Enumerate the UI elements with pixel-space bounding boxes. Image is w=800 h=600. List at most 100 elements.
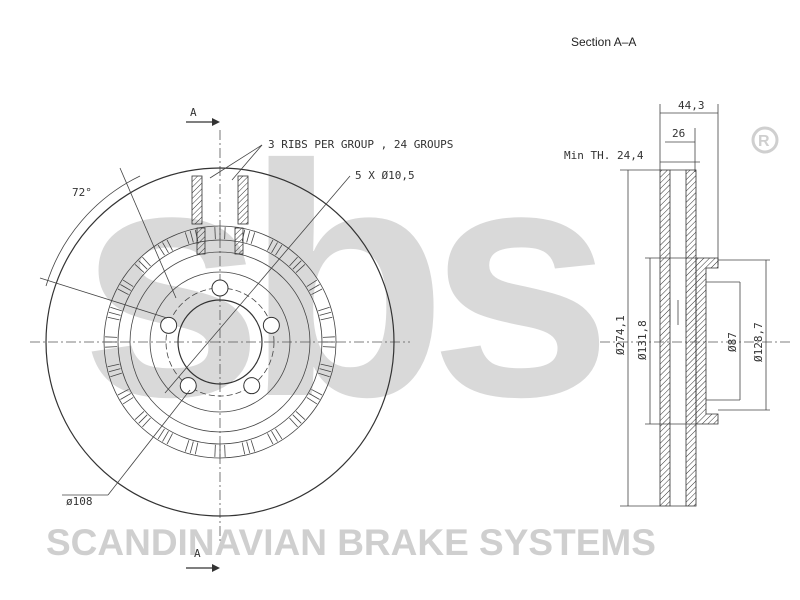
rib-mark xyxy=(271,431,278,442)
rib-mark xyxy=(318,372,330,378)
rib-mark xyxy=(319,368,332,373)
min-thickness: Min TH. 24,4 xyxy=(564,149,644,162)
rib-mark xyxy=(122,279,134,287)
brand-name: SCANDINAVIAN BRAKE SYSTEMS xyxy=(46,522,656,563)
rib-mark xyxy=(224,227,226,240)
rib-mark xyxy=(138,414,148,424)
section-cut-right xyxy=(237,175,249,225)
dia-outer-label: Ø274,1 xyxy=(614,315,627,355)
dim-inner-width: 26 xyxy=(672,127,685,140)
hat-section xyxy=(695,257,719,425)
rib-mark xyxy=(117,288,129,295)
section-marker-bottom: A xyxy=(194,547,201,560)
rib-mark xyxy=(166,433,173,445)
rib-mark xyxy=(120,284,131,291)
disc-outer-edge xyxy=(45,167,395,517)
rib-mark xyxy=(250,232,256,244)
rib-mark xyxy=(224,444,226,457)
rib-mark xyxy=(134,264,145,273)
dim-overall-width: 44,3 xyxy=(678,99,705,112)
pcd-leader xyxy=(107,389,191,496)
section-marker-top: A xyxy=(190,106,197,119)
rib-mark xyxy=(214,444,216,457)
hat-circle xyxy=(149,271,291,413)
dia-hat-outer-label: Ø131,8 xyxy=(636,320,649,360)
rib-mark xyxy=(322,346,335,348)
rib-mark xyxy=(142,256,151,267)
rib-mark xyxy=(189,230,194,243)
bolt-hole xyxy=(262,316,280,334)
rib-mark xyxy=(319,311,332,316)
rib-mark xyxy=(110,306,122,312)
vent-outer-circle xyxy=(103,225,337,459)
registered-mark-icon xyxy=(751,126,779,154)
rib-mark xyxy=(107,316,120,321)
hat-outer-circle xyxy=(129,251,311,433)
ribs-leader-2 xyxy=(231,144,263,181)
rib-mark xyxy=(246,230,251,243)
rib-mark xyxy=(306,397,318,405)
rib-mark xyxy=(267,239,274,251)
rib-mark xyxy=(162,431,169,442)
rib-mark xyxy=(289,256,298,267)
rib-mark xyxy=(157,428,165,440)
center-bore xyxy=(177,299,263,385)
rib-mark xyxy=(105,336,118,338)
rib-mark xyxy=(142,417,151,428)
rib-mark xyxy=(184,440,190,452)
bolt-hole xyxy=(243,377,261,395)
rib-mark xyxy=(105,346,118,348)
sbs-watermark-logo: sbs R xyxy=(80,96,779,465)
rib-mark xyxy=(108,368,121,373)
angle-ray-1 xyxy=(39,277,168,319)
arrow-top-icon xyxy=(212,118,220,126)
ribs-note: 3 RIBS PER GROUP , 24 GROUPS xyxy=(268,138,453,151)
arrow-bottom-icon xyxy=(212,564,220,572)
watermark-logo-text: sbs xyxy=(80,96,599,465)
rib-mark xyxy=(271,242,278,253)
registered-mark: R xyxy=(758,133,770,150)
section-cut-left xyxy=(191,175,203,225)
rib-mark xyxy=(214,227,216,240)
rib-mark xyxy=(107,363,120,368)
friction-plate-right xyxy=(685,169,697,507)
dia-hat-inner-label: Ø128,7 xyxy=(752,322,765,362)
rib-mark xyxy=(320,316,333,321)
section-view: Section A–A 44,3 26 Min TH. 24,4 Ø274,1 xyxy=(564,35,790,507)
section-cut-left-lower xyxy=(196,227,206,255)
rib-mark xyxy=(267,433,274,445)
rib-mark xyxy=(295,264,306,273)
dia-center-label: Ø87 xyxy=(726,332,739,352)
rib-mark xyxy=(275,244,283,256)
pcd-label: ø108 xyxy=(66,495,93,508)
rib-mark xyxy=(122,397,134,405)
rib-mark xyxy=(194,442,199,455)
rib-mark xyxy=(241,442,246,455)
vent-inner-circle xyxy=(117,239,323,445)
section-title: Section A–A xyxy=(571,35,636,49)
rib-mark xyxy=(309,284,320,291)
bolt-hole xyxy=(179,377,197,395)
section-cut-right-lower xyxy=(234,227,244,255)
angle-ray-2 xyxy=(119,167,177,299)
rib-mark xyxy=(311,389,323,396)
rib-mark xyxy=(322,336,335,338)
rib-mark xyxy=(184,232,190,244)
holes-leader xyxy=(164,175,351,394)
rib-mark xyxy=(138,260,148,270)
rib-mark xyxy=(292,414,302,424)
rib-mark xyxy=(309,393,320,400)
rib-mark xyxy=(108,311,121,316)
rib-mark xyxy=(311,288,323,295)
rib-mark xyxy=(120,393,131,400)
rib-mark xyxy=(157,244,165,256)
rib-mark xyxy=(134,411,145,420)
ribs-leader-1 xyxy=(209,144,263,179)
rib-mark xyxy=(246,441,251,454)
angle-label: 72° xyxy=(72,186,92,199)
front-view: A A 3 RIBS PER GROUP , 24 GROUPS 5 X Ø10… xyxy=(30,106,453,572)
holes-note: 5 X Ø10,5 xyxy=(355,169,415,182)
bolt-hole xyxy=(211,279,229,297)
rib-mark xyxy=(289,417,298,428)
